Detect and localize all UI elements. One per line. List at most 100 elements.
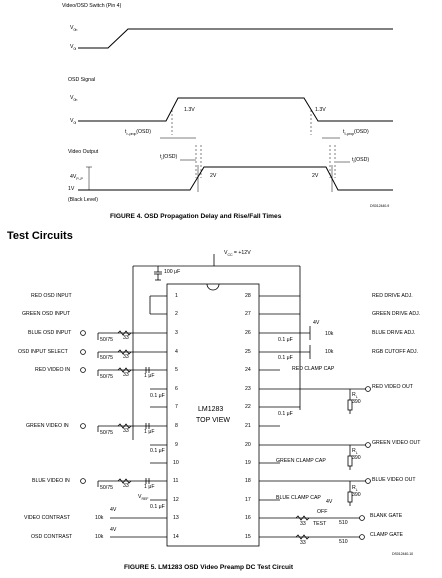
osd-fall-threshold: 1.3V (315, 107, 326, 113)
pin-number: 2 (175, 311, 178, 317)
label-clamp-gate: CLAMP GATE (370, 532, 403, 538)
pin-number: 9 (175, 442, 178, 448)
pin-number: 11 (173, 478, 179, 484)
contrast-pot-label: 10k (95, 534, 104, 540)
pin-number: 28 (245, 293, 251, 299)
load-resistor-value: 390 (352, 455, 361, 461)
pin-number: 6 (175, 386, 178, 392)
switch-test-label: TEST (313, 521, 327, 527)
chip-view-label: TOP VIEW (196, 417, 230, 424)
capacitor-label: 1 μF (144, 429, 155, 435)
label-green-osd-input: GREEN OSD INPUT (22, 311, 71, 317)
figure-5-caption: FIGURE 5. LM1283 OSD Video Preamp DC Tes… (124, 564, 294, 571)
capacitor-label: 0.1 μF (278, 337, 293, 343)
capacitor-label: 0.1 μF (278, 411, 293, 417)
contrast-pot-label: 10k (95, 515, 104, 521)
label-blue-video-in: BLUE VIDEO IN (32, 478, 70, 484)
resistor-label: 50/75 (100, 485, 113, 491)
pin-number: 22 (245, 404, 251, 410)
contrast-voltage-label: 4V (110, 527, 117, 533)
vcc-label: VCC = +12V (224, 250, 251, 258)
switch-off-label: OFF (317, 509, 328, 515)
switch-trace-title: Video/OSD Switch (Pin 4) (62, 3, 122, 9)
video-output-waveform (78, 166, 393, 191)
pin-number: 20 (245, 442, 251, 448)
pin-number: 7 (175, 404, 178, 410)
pin-number: 23 (245, 386, 251, 392)
pin-number: 1 (175, 293, 178, 299)
resistor-label: 33 (123, 354, 129, 360)
pin-number: 13 (173, 515, 179, 521)
pin-number: 26 (245, 330, 251, 336)
label-red-video-in: RED VIDEO IN (35, 367, 71, 373)
switch-vol-label: V0l (70, 44, 77, 52)
resistor-label: 50/75 (100, 430, 113, 436)
capacitor-label: 0.1 μF (150, 393, 165, 399)
black-level-label: (Black Level) (68, 197, 98, 203)
gate-resistor-label: 510 (339, 539, 348, 545)
pin-number: 10 (173, 460, 179, 466)
chip-body (166, 283, 260, 547)
pin-number: 27 (245, 311, 251, 317)
pin-number: 24 (245, 367, 251, 373)
label-green-video-out: GREEN VIDEO OUT (372, 440, 421, 446)
label-video-contrast: VIDEO CONTRAST (24, 515, 71, 521)
rise-prop-delay-label: tr–prop(OSD) (125, 129, 151, 137)
video-output-trace-title: Video Output (68, 149, 99, 155)
figure-4-caption: FIGURE 4. OSD Propagation Delay and Rise… (110, 213, 282, 220)
pin-number: 25 (245, 349, 251, 355)
chip-notch (206, 283, 220, 291)
resistor-label: 50/75 (100, 337, 113, 343)
load-resistor-label: RL (352, 448, 358, 456)
resistor-label: 50/75 (100, 374, 113, 380)
contrast-voltage-label: 4V (110, 507, 117, 513)
label-blue-osd-input: BLUE OSD INPUT (28, 330, 72, 336)
cap-100uf-label: 100 μF (164, 269, 181, 275)
label-red-video-out: RED VIDEO OUT (372, 384, 413, 390)
osd-voh-label: V0h (70, 95, 78, 103)
osd-rise-threshold: 1.3V (184, 107, 195, 113)
switch-waveform (78, 28, 393, 49)
capacitor-label: 0.1 μF (150, 504, 165, 510)
rise-2v-level: 2V (210, 173, 217, 179)
resistor-label: 33 (300, 521, 306, 527)
capacitor-label: 0.1 μF (150, 448, 165, 454)
label-red-clamp-cap: RED CLAMP CAP (292, 366, 335, 372)
pin-number: 4 (175, 349, 178, 355)
pin-number: 3 (175, 330, 178, 336)
pin-number: 14 (173, 534, 179, 540)
capacitor-label: 1 μF (144, 373, 155, 379)
capacitor-label: 1 μF (144, 484, 155, 490)
osd-trace-title: OSD Signal (68, 77, 96, 83)
resistor-label: 33 (123, 335, 129, 341)
label-red-drive-adj: RED DRIVE ADJ. (372, 293, 413, 299)
switch-voh-label: V0h (70, 25, 78, 33)
osd-signal-waveform (78, 97, 393, 122)
label-blue-drive-adj: BLUE DRIVE ADJ. (372, 330, 416, 336)
osd-vol-label: V0l (70, 118, 77, 126)
pin-number: 18 (245, 478, 251, 484)
resistor-label: 33 (123, 372, 129, 378)
label-blue-video-out: BLUE VIDEO OUT (372, 477, 416, 483)
fall-2v-level: 2V (312, 173, 319, 179)
rise-time-label: tr(OSD) (160, 154, 178, 162)
load-resistor-value: 390 (352, 399, 361, 405)
label-osd-input-select: OSD INPUT SELECT (18, 349, 68, 355)
pin-number: 12 (173, 497, 179, 503)
fall-prop-delay-label: tf–prop(OSD) (343, 129, 369, 137)
label-rgb-cutoff-adj: RGB CUTOFF ADJ. (372, 349, 419, 355)
pin-number: 15 (245, 534, 251, 540)
pin-number: 19 (245, 460, 251, 466)
pot-value-label: 10k (325, 349, 334, 355)
section-heading: Test Circuits (7, 230, 73, 242)
pot-value-label: 10k (325, 331, 334, 337)
resistor-label: 33 (300, 540, 306, 546)
resistor-label: 50/75 (100, 355, 113, 361)
gate-resistor-label: 510 (339, 520, 348, 526)
load-resistor-label: RL (352, 392, 358, 400)
capacitor-label: 0.1 μF (278, 355, 293, 361)
load-resistor-label: RL (352, 485, 358, 493)
pin-number: 5 (175, 367, 178, 373)
